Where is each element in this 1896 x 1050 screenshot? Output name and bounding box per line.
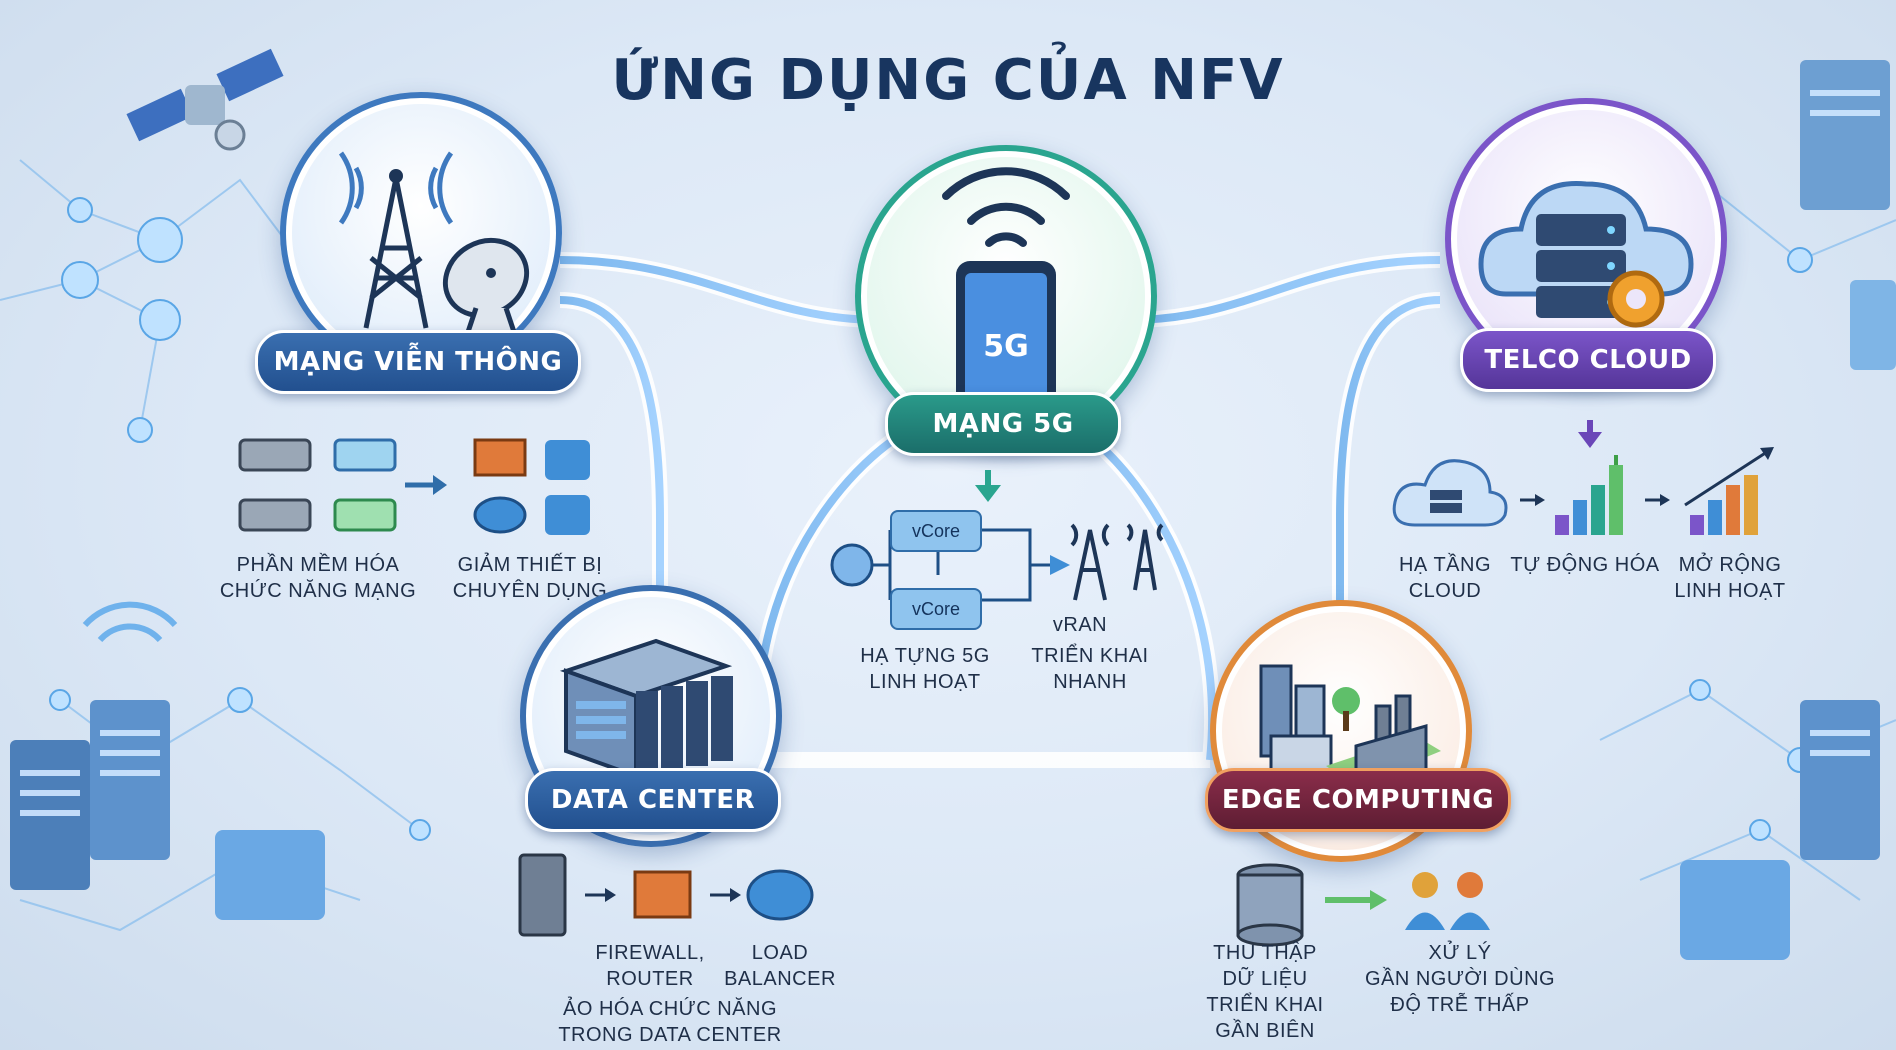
telco-sub-icons [1390, 420, 1790, 550]
firewall-icon [473, 438, 527, 477]
telecom-node [280, 92, 562, 374]
smartphone-5g-icon: 5G [942, 167, 1070, 431]
server-icon [238, 438, 312, 472]
wifi-icon [82, 601, 178, 643]
satellite-icon [126, 48, 284, 151]
cloud-server-gear-icon [1478, 181, 1694, 328]
server-rack-icon [10, 60, 1896, 960]
telco-caption-2: TỰ ĐỘNG HÓA [1510, 554, 1660, 576]
edge-label: EDGE COMPUTING [1205, 768, 1511, 832]
load-balancer-icon [746, 869, 814, 921]
datacenter-caption-fw: FIREWALL,ROUTER [595, 942, 705, 990]
globe-icon [830, 543, 874, 587]
edge-sub-icons [1225, 860, 1525, 950]
telecom-label: MẠNG VIỄN THÔNG [255, 330, 581, 394]
users-icon [1405, 872, 1490, 930]
vcore-top-chip: vCore [890, 510, 982, 552]
g5-label: MẠNG 5G [885, 392, 1121, 456]
g5-sub-diagram [820, 470, 1180, 650]
vran-label: vRAN [1052, 614, 1108, 636]
telecom-sub-icons [235, 430, 605, 540]
router-icon [473, 496, 527, 534]
database-icon [1236, 863, 1304, 947]
firewall-icon [633, 870, 692, 919]
datacenter-sub-icons [510, 850, 830, 940]
cell-tower-satellite-dish-icon [338, 151, 530, 341]
server-tower-icon [518, 853, 567, 937]
telco-cloud-label: TELCO CLOUD [1460, 328, 1716, 392]
badge-5g: 5G [983, 329, 1029, 364]
data-center-building-icon [559, 638, 733, 779]
telco-cloud-node [1445, 98, 1727, 380]
vcore-bottom-chip: vCore [890, 588, 982, 630]
datacenter-label: DATA CENTER [525, 768, 781, 832]
page-title: ỨNG DỤNG CỦA NFV [611, 48, 1285, 113]
vran-tower-icon [1070, 523, 1164, 601]
